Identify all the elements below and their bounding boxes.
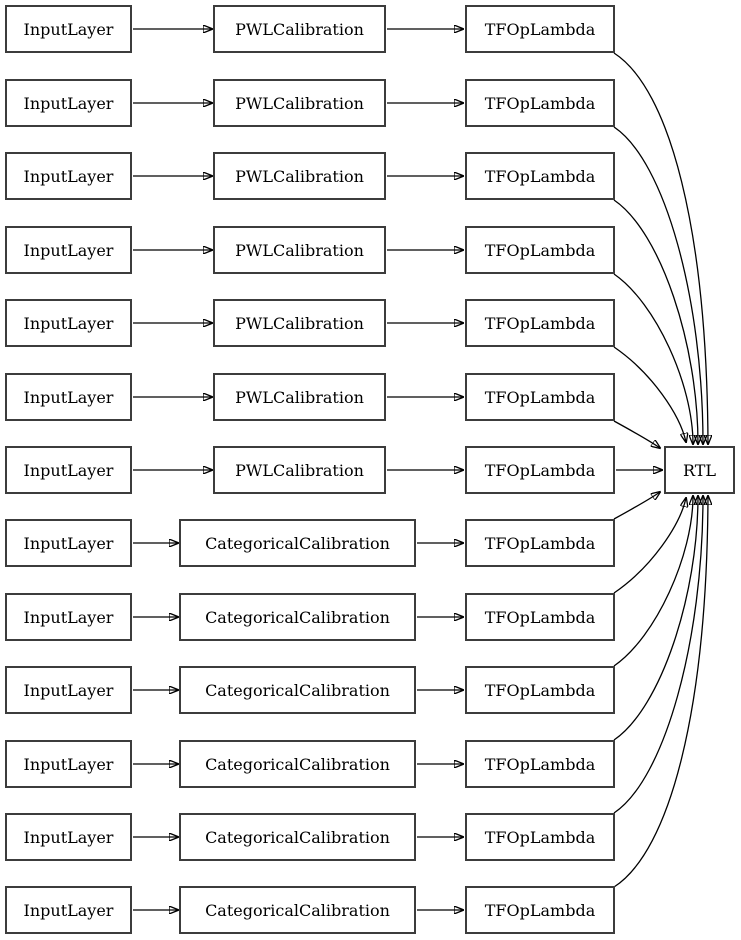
node-label: InputLayer [23,460,114,480]
node-pwlcalibration-4: PWLCalibration [213,226,386,274]
node-label: TFOpLambda [484,166,596,186]
node-categoricalcalibration-13: CategoricalCalibration [179,886,416,934]
node-pwlcalibration-2: PWLCalibration [213,79,386,127]
node-inputlayer-13: InputLayer [5,886,132,934]
edge-lambda-to-rtl-8 [613,492,660,520]
node-label: InputLayer [23,827,114,847]
node-label: CategoricalCalibration [205,680,390,700]
node-label: InputLayer [23,754,114,774]
node-rtl: RTL [664,446,735,494]
node-tfoplambda-4: TFOpLambda [465,226,615,274]
node-label: CategoricalCalibration [205,827,390,847]
edge-lambda-to-rtl-3 [613,199,698,444]
node-inputlayer-10: InputLayer [5,666,132,714]
node-label: TFOpLambda [484,900,596,920]
node-tfoplambda-13: TFOpLambda [465,886,615,934]
node-categoricalcalibration-12: CategoricalCalibration [179,813,416,861]
node-label: TFOpLambda [484,19,596,39]
node-label: CategoricalCalibration [205,754,390,774]
edge-lambda-to-rtl-9 [613,498,686,594]
node-tfoplambda-2: TFOpLambda [465,79,615,127]
node-inputlayer-1: InputLayer [5,5,132,53]
node-pwlcalibration-1: PWLCalibration [213,5,386,53]
node-tfoplambda-6: TFOpLambda [465,373,615,421]
node-inputlayer-7: InputLayer [5,446,132,494]
node-categoricalcalibration-10: CategoricalCalibration [179,666,416,714]
node-label: CategoricalCalibration [205,900,390,920]
node-label: InputLayer [23,19,114,39]
node-label: TFOpLambda [484,607,596,627]
edge-lambda-to-rtl-5 [613,346,686,442]
node-inputlayer-8: InputLayer [5,519,132,567]
edge-lambda-to-rtl-2 [613,126,703,444]
node-tfoplambda-11: TFOpLambda [465,740,615,788]
edge-lambda-to-rtl-12 [613,496,703,814]
node-label: InputLayer [23,313,114,333]
node-label: TFOpLambda [484,533,596,553]
node-label: CategoricalCalibration [205,607,390,627]
node-label: TFOpLambda [484,680,596,700]
node-label: InputLayer [23,387,114,407]
node-inputlayer-5: InputLayer [5,299,132,347]
node-categoricalcalibration-11: CategoricalCalibration [179,740,416,788]
node-label: InputLayer [23,93,114,113]
node-label: PWLCalibration [235,313,364,333]
edge-lambda-to-rtl-1 [613,52,708,444]
node-inputlayer-6: InputLayer [5,373,132,421]
node-label: PWLCalibration [235,240,364,260]
edge-lambda-to-rtl-4 [613,273,693,444]
node-label: PWLCalibration [235,166,364,186]
node-pwlcalibration-3: PWLCalibration [213,152,386,200]
node-categoricalcalibration-9: CategoricalCalibration [179,593,416,641]
node-inputlayer-11: InputLayer [5,740,132,788]
node-pwlcalibration-6: PWLCalibration [213,373,386,421]
edge-lambda-to-rtl-13 [613,496,708,888]
node-categoricalcalibration-8: CategoricalCalibration [179,519,416,567]
node-label: InputLayer [23,607,114,627]
node-label: InputLayer [23,240,114,260]
node-label: InputLayer [23,533,114,553]
node-label: TFOpLambda [484,460,596,480]
node-inputlayer-2: InputLayer [5,79,132,127]
node-inputlayer-9: InputLayer [5,593,132,641]
node-tfoplambda-1: TFOpLambda [465,5,615,53]
node-label: PWLCalibration [235,19,364,39]
node-label: PWLCalibration [235,93,364,113]
node-label: InputLayer [23,680,114,700]
node-label: PWLCalibration [235,387,364,407]
node-label: TFOpLambda [484,387,596,407]
node-tfoplambda-5: TFOpLambda [465,299,615,347]
node-tfoplambda-12: TFOpLambda [465,813,615,861]
edge-lambda-to-rtl-11 [613,496,698,741]
node-label: RTL [682,460,717,480]
node-label: TFOpLambda [484,827,596,847]
node-inputlayer-3: InputLayer [5,152,132,200]
node-label: CategoricalCalibration [205,533,390,553]
node-tfoplambda-10: TFOpLambda [465,666,615,714]
node-label: TFOpLambda [484,313,596,333]
node-label: TFOpLambda [484,93,596,113]
node-tfoplambda-9: TFOpLambda [465,593,615,641]
node-label: TFOpLambda [484,754,596,774]
node-inputlayer-12: InputLayer [5,813,132,861]
node-tfoplambda-7: TFOpLambda [465,446,615,494]
node-pwlcalibration-7: PWLCalibration [213,446,386,494]
node-inputlayer-4: InputLayer [5,226,132,274]
edge-lambda-to-rtl-10 [613,496,693,667]
node-label: InputLayer [23,900,114,920]
edge-lambda-to-rtl-6 [613,420,660,448]
node-tfoplambda-3: TFOpLambda [465,152,615,200]
node-pwlcalibration-5: PWLCalibration [213,299,386,347]
node-tfoplambda-8: TFOpLambda [465,519,615,567]
node-label: TFOpLambda [484,240,596,260]
node-label: InputLayer [23,166,114,186]
node-label: PWLCalibration [235,460,364,480]
